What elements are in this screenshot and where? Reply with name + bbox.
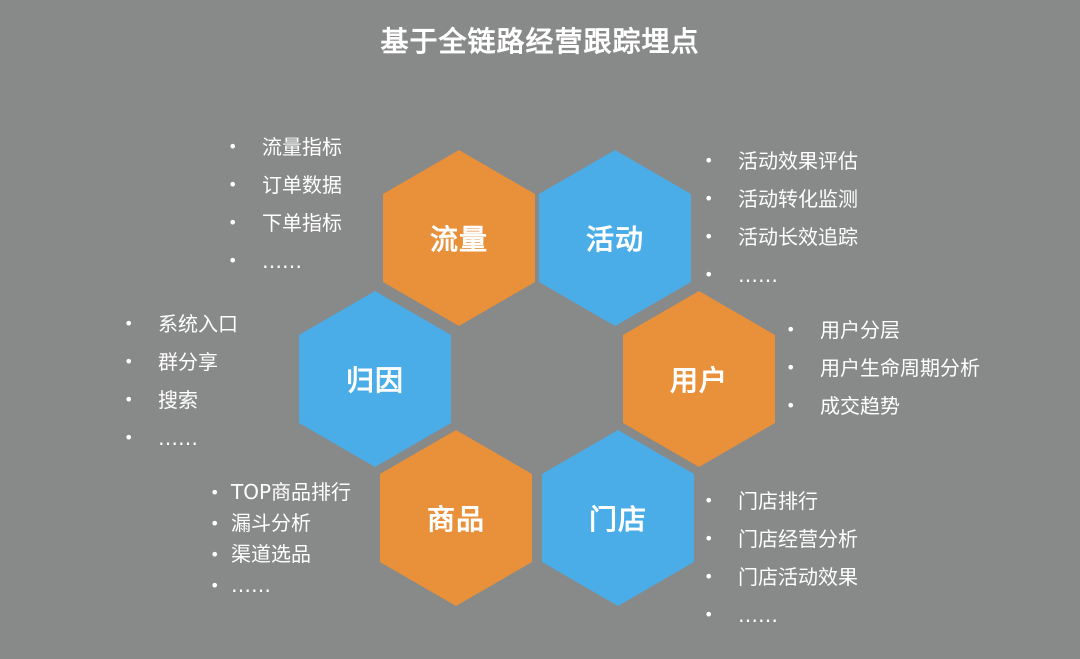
list-item: •下单指标 xyxy=(228,211,342,235)
list-item: •…… xyxy=(124,426,198,450)
list-item: •活动长效追踪 xyxy=(704,225,858,249)
list-item: •群分享 xyxy=(124,350,218,374)
hexagon-label-liuliang: 流量 xyxy=(429,223,488,256)
hexagon-label-shangpin: 商品 xyxy=(426,503,485,536)
list-item: •漏斗分析 xyxy=(210,511,311,535)
bullet-list-liuliang: •流量指标 •订单数据 •下单指标 •…… xyxy=(228,128,342,280)
list-item: •…… xyxy=(228,249,302,273)
hexagon-huodong: 活动 xyxy=(539,150,691,326)
page-title: 基于全链路经营跟踪埋点 xyxy=(380,25,700,58)
list-item: •门店排行 xyxy=(704,489,818,513)
list-item: •门店经营分析 xyxy=(704,527,858,551)
list-item: •活动效果评估 xyxy=(704,149,858,173)
bullet-list-mendian: •门店排行 •门店经营分析 •门店活动效果 •…… xyxy=(704,482,858,634)
hexagon-label-mendian: 门店 xyxy=(588,503,647,536)
list-item: •流量指标 xyxy=(228,135,342,159)
list-item: •用户分层 xyxy=(786,318,900,342)
list-item: •活动转化监测 xyxy=(704,187,858,211)
list-item: •用户生命周期分析 xyxy=(786,356,980,380)
hexagon-guiyin: 归因 xyxy=(299,291,451,467)
hexagon-label-huodong: 活动 xyxy=(585,223,644,256)
bullet-list-shangpin: •TOP商品排行 •漏斗分析 •渠道选品 •…… xyxy=(210,477,351,601)
bullet-list-yonghu: •用户分层 •用户生命周期分析 •成交趋势 xyxy=(786,311,980,425)
hexagon-yonghu: 用户 xyxy=(623,291,775,467)
list-item: •搜索 xyxy=(124,388,198,412)
hexagon-label-guiyin: 归因 xyxy=(345,364,404,397)
hexagon-liuliang: 流量 xyxy=(383,150,535,326)
hexagon-shangpin: 商品 xyxy=(380,430,532,606)
list-item: •…… xyxy=(210,573,271,597)
list-item: •成交趋势 xyxy=(786,394,900,418)
bullet-list-huodong: •活动效果评估 •活动转化监测 •活动长效追踪 •…… xyxy=(704,142,858,294)
list-item: •系统入口 xyxy=(124,312,238,336)
list-item: •TOP商品排行 xyxy=(210,480,352,504)
list-item: •门店活动效果 xyxy=(704,565,858,589)
list-item: •…… xyxy=(704,603,778,627)
list-item: •渠道选品 xyxy=(210,542,311,566)
list-item: •…… xyxy=(704,263,778,287)
bullet-list-guiyin: •系统入口 •群分享 •搜索 •…… xyxy=(124,305,238,457)
list-item: •订单数据 xyxy=(228,173,342,197)
hexagon-label-yonghu: 用户 xyxy=(669,364,728,397)
hexagon-mendian: 门店 xyxy=(542,430,694,606)
